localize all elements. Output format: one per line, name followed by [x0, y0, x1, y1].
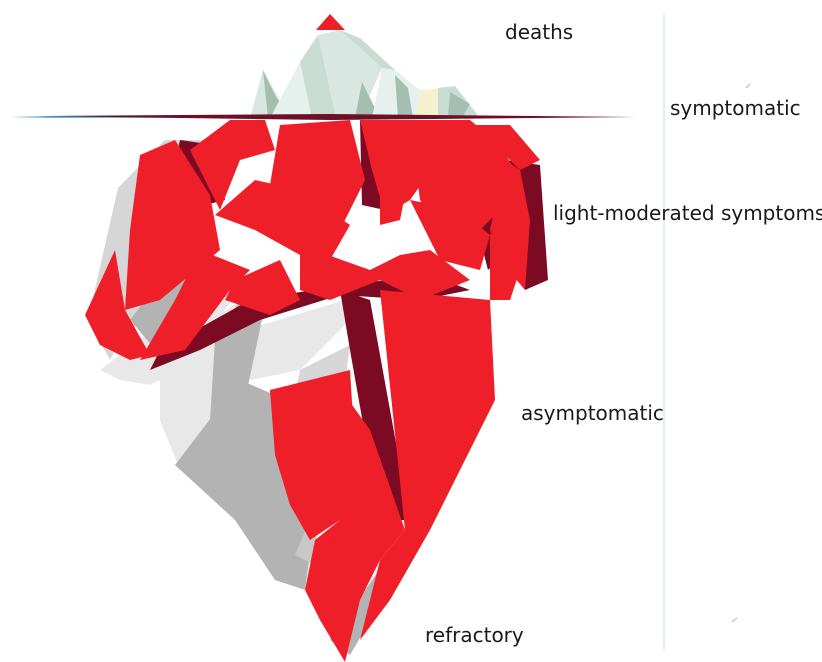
label-symptomatic: symptomatic	[670, 98, 801, 118]
label-light-moderated-symptoms: light-moderated symptoms	[553, 203, 822, 223]
iceberg-tip	[250, 14, 480, 118]
iceberg-body	[85, 120, 548, 662]
label-refractory: refractory	[425, 625, 524, 645]
waterline	[10, 114, 650, 120]
peak-red	[316, 14, 345, 30]
label-deaths: deaths	[505, 22, 573, 42]
tick-mark-bottom	[732, 618, 737, 622]
label-asymptomatic: asymptomatic	[521, 403, 664, 423]
tick-mark-top	[746, 84, 750, 88]
